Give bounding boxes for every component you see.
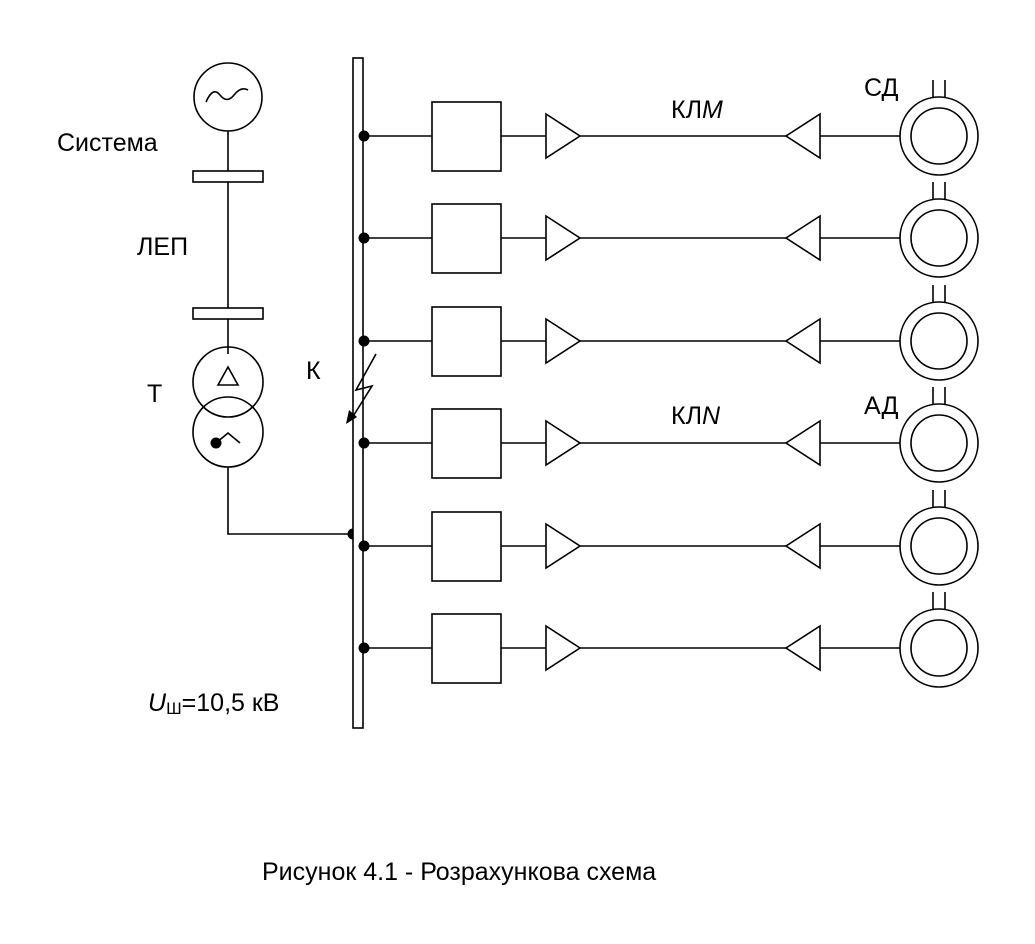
fault-label: К (306, 357, 321, 385)
cable-n-label: КЛN (671, 402, 721, 430)
sine-icon (205, 88, 249, 103)
system-source (193, 62, 263, 132)
async-motor-label: АД (864, 392, 899, 420)
cable-start-triangle-icon (545, 624, 582, 672)
line-end-marker (192, 307, 264, 320)
circuit-breaker-box (431, 101, 502, 172)
feeder-1 (358, 80, 979, 176)
cable-start-triangle-icon (545, 419, 582, 467)
feeder-6 (358, 592, 979, 688)
cable-end-triangle-icon (784, 112, 821, 160)
circuit-breaker-box (431, 511, 502, 582)
transformer-bus-link (227, 467, 356, 535)
busbar (352, 57, 364, 729)
feeder-3 (358, 285, 979, 381)
bus-voltage-label: UШ=10,5 кВ (148, 689, 279, 718)
cable-m-label: КЛM (671, 96, 723, 124)
cable-end-triangle-icon (784, 419, 821, 467)
circuit-breaker-box (431, 203, 502, 274)
transformer-primary-winding (192, 346, 264, 418)
fault-arrowhead-icon (346, 410, 357, 424)
line-label: ЛЕП (137, 233, 188, 261)
circuit-breaker-box (431, 613, 502, 684)
sync-motor-label: СД (864, 74, 899, 102)
figure-caption: Рисунок 4.1 - Розрахункова схема (262, 858, 656, 886)
feeder-5 (358, 490, 979, 586)
feeders (358, 80, 979, 688)
motor-rotor-circle (910, 312, 968, 370)
cable-start-triangle-icon (545, 317, 582, 365)
circuit-breaker-box (431, 306, 502, 377)
wye-ground-dot (210, 437, 222, 449)
cable-end-triangle-icon (784, 624, 821, 672)
cable-start-triangle-icon (545, 112, 582, 160)
cable-end-triangle-icon (784, 522, 821, 570)
delta-icon (216, 365, 240, 386)
generator-circle (193, 62, 263, 132)
feeder-4 (358, 387, 979, 483)
motor-rotor-circle (910, 209, 968, 267)
fault-lightning-icon (351, 353, 377, 419)
cable-start-triangle-icon (545, 214, 582, 262)
cable-end-triangle-icon (784, 317, 821, 365)
motor-rotor-circle (910, 107, 968, 165)
circuit-breaker-box (431, 408, 502, 479)
system-label: Система (57, 129, 158, 157)
feeder-2 (358, 182, 979, 278)
motor-rotor-circle (910, 517, 968, 575)
cable-end-triangle-icon (784, 214, 821, 262)
transformer-label: Т (147, 380, 162, 408)
motor-rotor-circle (910, 619, 968, 677)
line-start-marker (192, 170, 264, 183)
transformer (192, 346, 264, 468)
motor-rotor-circle (910, 414, 968, 472)
cable-start-triangle-icon (545, 522, 582, 570)
